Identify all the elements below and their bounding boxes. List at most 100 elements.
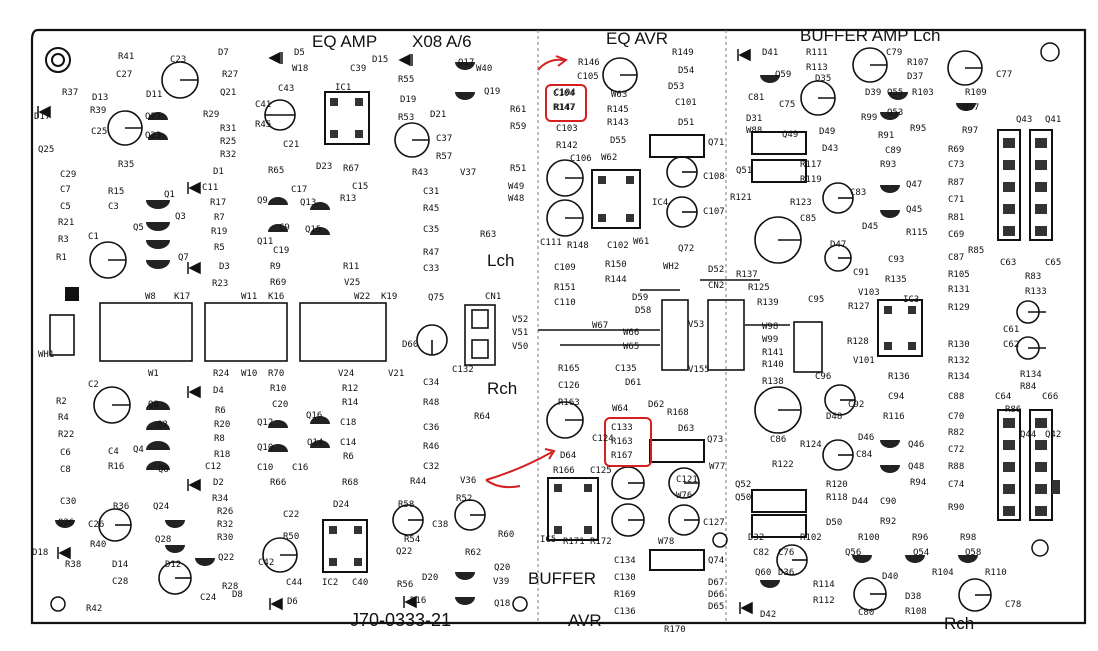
ref-c124: C124 xyxy=(592,434,614,444)
ref-r139: R139 xyxy=(757,298,779,308)
ref-r140: R140 xyxy=(762,360,784,370)
ref-r123: R123 xyxy=(790,198,812,208)
ref-q28: Q28 xyxy=(155,535,172,545)
ref-r46: R46 xyxy=(423,442,440,452)
ref-c134: C134 xyxy=(614,556,636,566)
ref-r50: R50 xyxy=(283,532,300,542)
ref-r112: R112 xyxy=(813,596,835,606)
ref-r32: R32 xyxy=(217,520,234,530)
ref-d44: D44 xyxy=(852,497,869,507)
ref-r82: R82 xyxy=(948,428,965,438)
mount-hole-midcenter xyxy=(712,532,728,548)
ref-q72: Q72 xyxy=(678,244,695,254)
ref-c95: C95 xyxy=(808,295,825,305)
ref-c6: C6 xyxy=(60,448,71,458)
ref-r109: R109 xyxy=(965,88,987,98)
ref-r22: R22 xyxy=(58,430,75,440)
ref-c2: C2 xyxy=(88,380,99,390)
ref-d45: D45 xyxy=(862,222,879,232)
ref-r5: R5 xyxy=(214,243,225,253)
ref-c14: C14 xyxy=(340,438,357,448)
ref-r10: R10 xyxy=(270,384,287,394)
ref-r90: R90 xyxy=(948,503,965,513)
mount-hole-bottommid xyxy=(512,596,528,612)
ref-r26: R26 xyxy=(217,507,234,517)
ref-c11: C11 xyxy=(202,183,219,193)
ref-c17: C17 xyxy=(291,185,308,195)
ref-r40: R40 xyxy=(90,540,107,550)
ref-r107: R107 xyxy=(907,58,929,68)
ref-r68: R68 xyxy=(342,478,359,488)
ref-r66: R66 xyxy=(270,478,287,488)
ref-c25: C25 xyxy=(91,127,108,137)
ref-q3: Q3 xyxy=(175,212,186,222)
ref-r42: R42 xyxy=(86,604,103,614)
mount-hole-topright xyxy=(1040,42,1060,62)
ref-c4: C4 xyxy=(108,447,119,457)
ref-q24: Q24 xyxy=(153,502,170,512)
annotation-arrows xyxy=(485,55,569,489)
ref-c39: C39 xyxy=(350,64,367,74)
ref-r172: R172 xyxy=(590,537,612,547)
ref-r94: R94 xyxy=(910,478,927,488)
ref-c104: C104 xyxy=(554,88,576,98)
ref-r121: R121 xyxy=(730,193,752,203)
ref-r16: R16 xyxy=(108,462,125,472)
ref-r6: R6 xyxy=(343,452,354,462)
ref-q75: Q75 xyxy=(428,293,445,303)
ref-q55: Q55 xyxy=(887,88,904,98)
ref-d17: D17 xyxy=(34,112,51,122)
ref-r18: R18 xyxy=(214,450,231,460)
ref-r57: R57 xyxy=(436,152,453,162)
ref-r53: R53 xyxy=(398,113,415,123)
title-eq-amp: EQ AMP xyxy=(312,32,378,51)
ref-wh2: WH2 xyxy=(663,262,680,272)
ref-r163: R163 xyxy=(558,398,580,408)
ref-c107: C107 xyxy=(703,207,725,217)
ref-r19: R19 xyxy=(211,227,228,237)
ref-d58: D58 xyxy=(635,306,652,316)
ref-w18: W18 xyxy=(292,64,309,74)
ref-c75: C75 xyxy=(779,100,796,110)
ref-v103: V103 xyxy=(858,288,880,298)
ref-q42: Q42 xyxy=(1045,430,1062,440)
ref-r171: R171 xyxy=(563,537,585,547)
ref-c9: C9 xyxy=(279,223,290,233)
ref-d43: D43 xyxy=(822,144,839,154)
ref-r29: R29 xyxy=(203,110,220,120)
ref-c110: C110 xyxy=(554,298,576,308)
ref-r51: R51 xyxy=(510,164,527,174)
ref-r168: R168 xyxy=(667,408,689,418)
ref-q10: Q10 xyxy=(257,443,274,453)
ref-c8: C8 xyxy=(60,465,71,475)
blocks xyxy=(49,299,823,373)
ref-r69: R69 xyxy=(948,145,965,155)
ref-c106: C106 xyxy=(570,154,592,164)
ref-ic1: IC1 xyxy=(335,83,352,93)
ref-r4: R4 xyxy=(58,413,69,423)
ref-r120: R120 xyxy=(826,480,848,490)
ref-c86: C86 xyxy=(770,435,787,445)
diodes xyxy=(37,48,753,615)
ref-r116: R116 xyxy=(883,412,905,422)
ref-r125: R125 xyxy=(748,283,770,293)
ref-w48: W48 xyxy=(508,194,525,204)
ref-r146: R146 xyxy=(578,58,600,68)
ref-r83: R83 xyxy=(1025,272,1042,282)
ref-q58: Q58 xyxy=(965,548,982,558)
ref-q57: Q57 xyxy=(963,103,980,113)
ref-r86: R86 xyxy=(1005,405,1022,415)
ref-q12: Q12 xyxy=(257,418,274,428)
ref-d32: D32 xyxy=(748,533,765,543)
ref-r60: R60 xyxy=(498,530,515,540)
traces xyxy=(538,279,790,346)
ref-r41: R41 xyxy=(118,52,135,62)
ref-r52: R52 xyxy=(456,494,473,504)
ref-r61: R61 xyxy=(510,105,527,115)
ref-c96: C96 xyxy=(815,372,832,382)
ref-c77: C77 xyxy=(996,70,1013,80)
ref-r44: R44 xyxy=(410,477,427,487)
highlight-r147: R147 xyxy=(553,103,575,113)
ic-footprints xyxy=(322,91,1053,573)
ref-d31: D31 xyxy=(746,114,763,124)
